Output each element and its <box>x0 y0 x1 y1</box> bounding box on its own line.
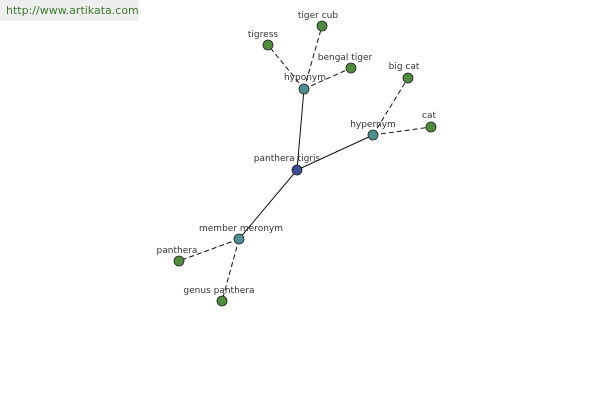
label-tiger-cub[interactable]: tiger cub <box>298 11 338 21</box>
edges-layer <box>178 25 432 302</box>
edge-member-meronym-panthera <box>178 238 240 262</box>
label-hypernym[interactable]: hypernym <box>350 120 396 130</box>
edge-hypernym-cat <box>372 126 432 136</box>
label-genus-panthera[interactable]: genus panthera <box>183 286 254 296</box>
label-cat[interactable]: cat <box>422 111 436 121</box>
edge-panthera-tigris-hyponym <box>296 88 305 171</box>
node-bengal-tiger[interactable] <box>345 62 357 74</box>
label-panthera-tigris[interactable]: panthera tigris <box>254 154 321 164</box>
label-hyponym[interactable]: hyponym <box>284 73 326 83</box>
node-genus-panthera[interactable] <box>216 295 228 307</box>
nodes-layer <box>173 20 437 307</box>
node-cat[interactable] <box>425 121 437 133</box>
node-member-meronym[interactable] <box>233 233 245 245</box>
node-panthera[interactable] <box>173 255 185 267</box>
edge-hyponym-tigress <box>267 44 305 90</box>
node-big-cat[interactable] <box>402 72 414 84</box>
node-hypernym[interactable] <box>367 129 379 141</box>
edge-hyponym-tiger-cub <box>303 25 323 90</box>
edge-member-meronym-genus-panthera <box>221 238 240 302</box>
node-tiger-cub[interactable] <box>316 20 328 32</box>
node-hyponym[interactable] <box>298 83 310 95</box>
label-bengal-tiger[interactable]: bengal tiger <box>318 53 373 63</box>
source-url[interactable]: http://www.artikata.com <box>0 0 139 21</box>
label-tigress[interactable]: tigress <box>248 30 278 40</box>
edge-panthera-tigris-hypernym <box>296 134 374 171</box>
edge-panthera-tigris-member-meronym <box>238 169 298 240</box>
edge-hyponym-bengal-tiger <box>303 67 352 90</box>
node-tigress[interactable] <box>262 39 274 51</box>
label-big-cat[interactable]: big cat <box>389 62 420 72</box>
node-panthera-tigris[interactable] <box>291 164 303 176</box>
label-panthera[interactable]: panthera <box>157 246 198 256</box>
labels-layer: panthera tigris hyponym hypernym member mer… <box>157 11 437 296</box>
label-member-meronym[interactable]: member meronym <box>199 224 283 234</box>
edge-hypernym-big-cat <box>372 77 409 136</box>
